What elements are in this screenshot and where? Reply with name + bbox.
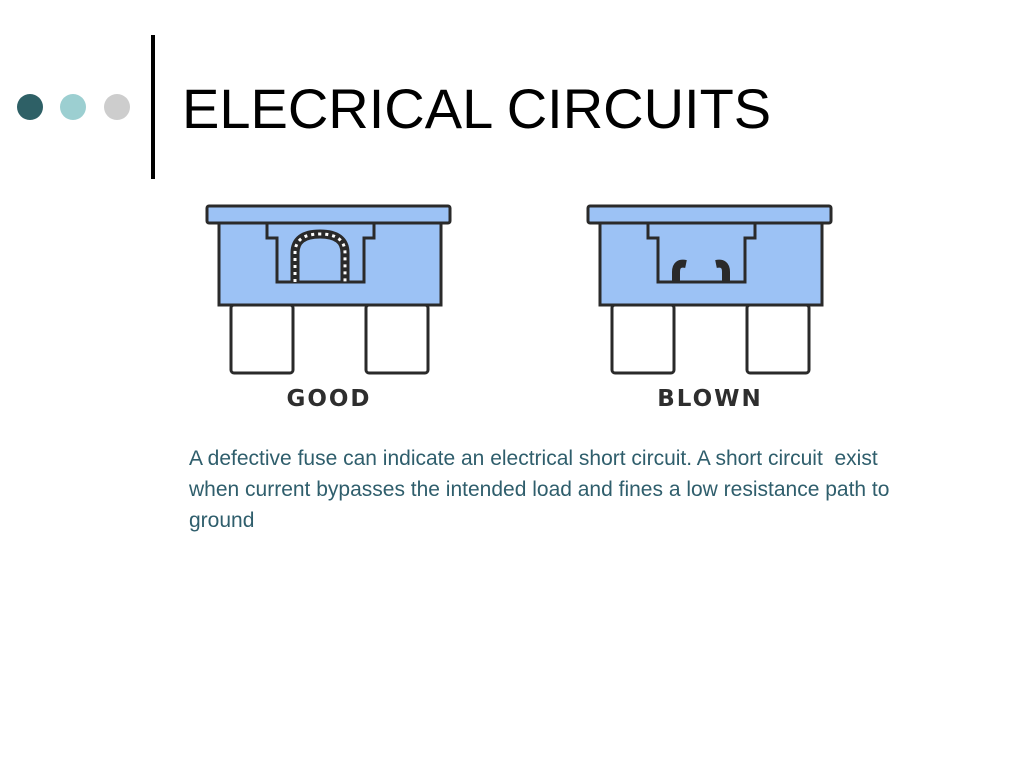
slide-title: ELECRICAL CIRCUITS: [182, 77, 772, 140]
fuse-blown-icon: [586, 204, 833, 375]
title-divider-line: [151, 35, 155, 179]
fuse-good-illustration: GOOD: [199, 198, 459, 423]
slide-body-text: A defective fuse can indicate an electri…: [189, 447, 896, 532]
fuse-good-label: GOOD: [286, 386, 372, 412]
bullet-dot-teal: [60, 94, 86, 120]
bullet-dot-dark: [17, 94, 43, 120]
fuse-good-icon: [205, 204, 452, 375]
fuse-blown-label: BLOWN: [657, 386, 763, 412]
bullet-dot-gray: [104, 94, 130, 120]
fuse-blown-illustration: BLOWN: [580, 198, 840, 423]
